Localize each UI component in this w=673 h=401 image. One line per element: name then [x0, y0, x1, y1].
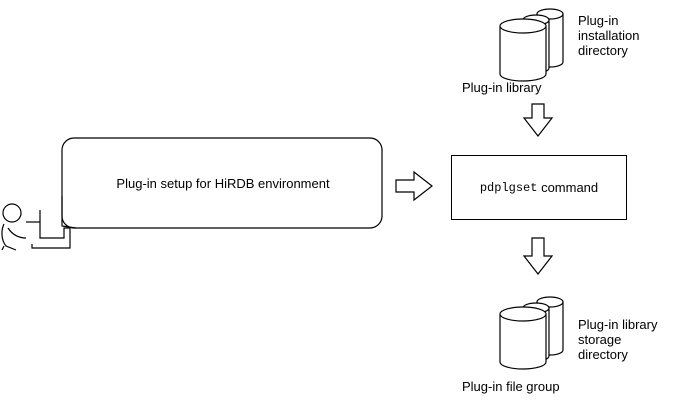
user-at-computer-icon: [1, 203, 71, 251]
setup-label: Plug-in setup for HiRDB environment: [116, 175, 330, 191]
bottom-disk-stack-icon: [499, 296, 564, 370]
command-name: pdplgset: [479, 180, 538, 195]
bottom-storage-label-line3: directory: [578, 347, 628, 362]
down-arrow-icon-bottom: [522, 237, 554, 275]
command-suffix: command: [537, 180, 599, 195]
top-storage-label-line1: Plug-in: [578, 13, 619, 28]
bottom-storage-label-line1: Plug-in library: [578, 317, 658, 332]
top-storage-caption: Plug-in library: [462, 80, 542, 95]
command-box: pdplgset command: [451, 155, 627, 220]
bottom-storage-caption: Plug-in file group: [462, 379, 560, 394]
right-arrow-icon: [395, 170, 433, 202]
top-disk-stack-icon: [499, 8, 564, 82]
top-storage-label-line2: installation: [578, 28, 640, 43]
setup-callout-shape: [61, 137, 383, 229]
top-storage-label-line3: directory: [578, 43, 628, 58]
callout-tail: [61, 196, 77, 229]
down-arrow-icon-top: [522, 103, 554, 137]
bottom-storage-label-line2: storage: [578, 332, 622, 347]
